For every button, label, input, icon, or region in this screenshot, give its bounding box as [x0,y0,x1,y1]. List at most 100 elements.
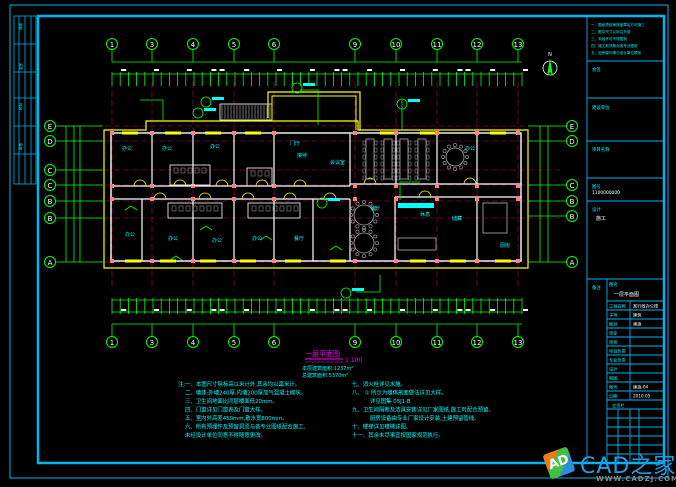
column [435,259,439,263]
axis-label: B [48,215,53,223]
chair [396,140,400,146]
room-label: 餐厅 [294,235,304,242]
section-symbol [291,82,303,94]
axis-label: D [47,138,52,146]
chair [350,234,355,239]
dimension-text [367,69,373,71]
column [272,131,276,135]
chair [453,143,457,147]
column [232,131,236,135]
column [353,197,357,201]
callout-text [408,99,420,102]
door-swing [283,192,297,200]
watermark-brand: CAD之家 [580,454,676,479]
chair [362,154,366,160]
note-line: 十、楼梯详见楼梯详图。 [352,423,411,431]
row-label: 设计 [609,366,617,373]
note-line: 五、室内外高差450mm,散水宽800mm。 [185,414,288,422]
axis-label: 11 [433,41,442,49]
dimension-text [342,309,348,311]
room-label: 办公 [122,145,132,152]
title-block [586,16,664,463]
header-note: 一、图纸须经审核盖章后方可施工 [591,22,645,27]
axis-bubble [566,210,578,222]
chair [426,161,430,167]
axis-label: 10 [392,339,401,347]
axis-bubble [512,336,524,348]
column [191,131,195,135]
row-value: 建施 [633,321,642,328]
callout-text [328,198,340,201]
room-label: 办公 [210,143,220,150]
chair [355,229,360,234]
axis-label: 4 [191,41,196,49]
window [240,259,256,263]
cube-logo-icon: AD [542,446,576,480]
chair [373,247,378,252]
axis-label: 10 [392,41,401,49]
row-label: 审定 [609,330,617,337]
dimension-text [432,69,438,71]
chair [465,155,469,159]
axis-bubble [512,38,524,50]
chair [374,168,378,174]
section-symbol [200,96,212,108]
kitchen-hood [398,203,434,208]
column [394,131,398,135]
chair [408,154,412,160]
chair [362,140,366,146]
chair [459,144,463,149]
dimension-text [457,69,463,71]
window [285,259,301,263]
axis-bubble [228,336,240,348]
axis-label: 12 [473,339,482,347]
toilet-fixture [265,205,271,212]
header-note: 五、如有疑问请与设计单位联系 [591,50,642,55]
toilet-fixture [264,170,270,177]
chair [459,165,463,170]
watermark: AD CAD之家 WWW.CADZJ.COM [540,446,676,486]
callout-text [352,288,364,291]
section-label: 设计 [592,206,601,213]
chair [396,147,400,153]
chair [447,165,451,170]
note-line: 六、所有预埋件及预留洞须与各专业图纸配合施工, [185,423,306,431]
axis-bubble [349,336,361,348]
toilet-fixture [173,167,179,174]
column [110,197,114,201]
dimension-text [523,309,528,311]
callout-text [303,83,315,86]
chair [380,154,384,160]
column [353,259,357,263]
drawing-scale: 1:100 [345,357,362,364]
door-swing [363,177,377,185]
drawing-name-label: 图名 [609,281,618,288]
column [232,197,236,201]
axis-bubble [566,195,578,207]
toilet-fixture [171,205,177,212]
canopy [271,95,357,130]
inner-frame [36,14,666,465]
axis-bubble [566,179,578,191]
axis-bubble [106,336,118,348]
dimension-text [121,309,127,311]
chair [414,175,418,181]
toilet-fixture [199,205,205,212]
chair [355,224,360,229]
axis-label: 6 [272,339,277,347]
note-line: 注:一、本图尺寸除标高以米计外,其余均以毫米计。 [178,380,300,388]
dimension-text [367,309,373,311]
axis-bubble [566,120,578,132]
row-value: 建筑 [633,312,642,319]
column [191,197,195,201]
chair [396,168,400,174]
section-label: 建设单位 [592,104,610,111]
column [394,197,398,201]
axis-bubble [268,336,280,348]
door-swing [173,179,187,187]
axis-label: 3 [150,339,154,347]
axis-bubble [349,38,361,50]
chair [442,149,447,153]
axis-label: 3 [150,41,154,49]
